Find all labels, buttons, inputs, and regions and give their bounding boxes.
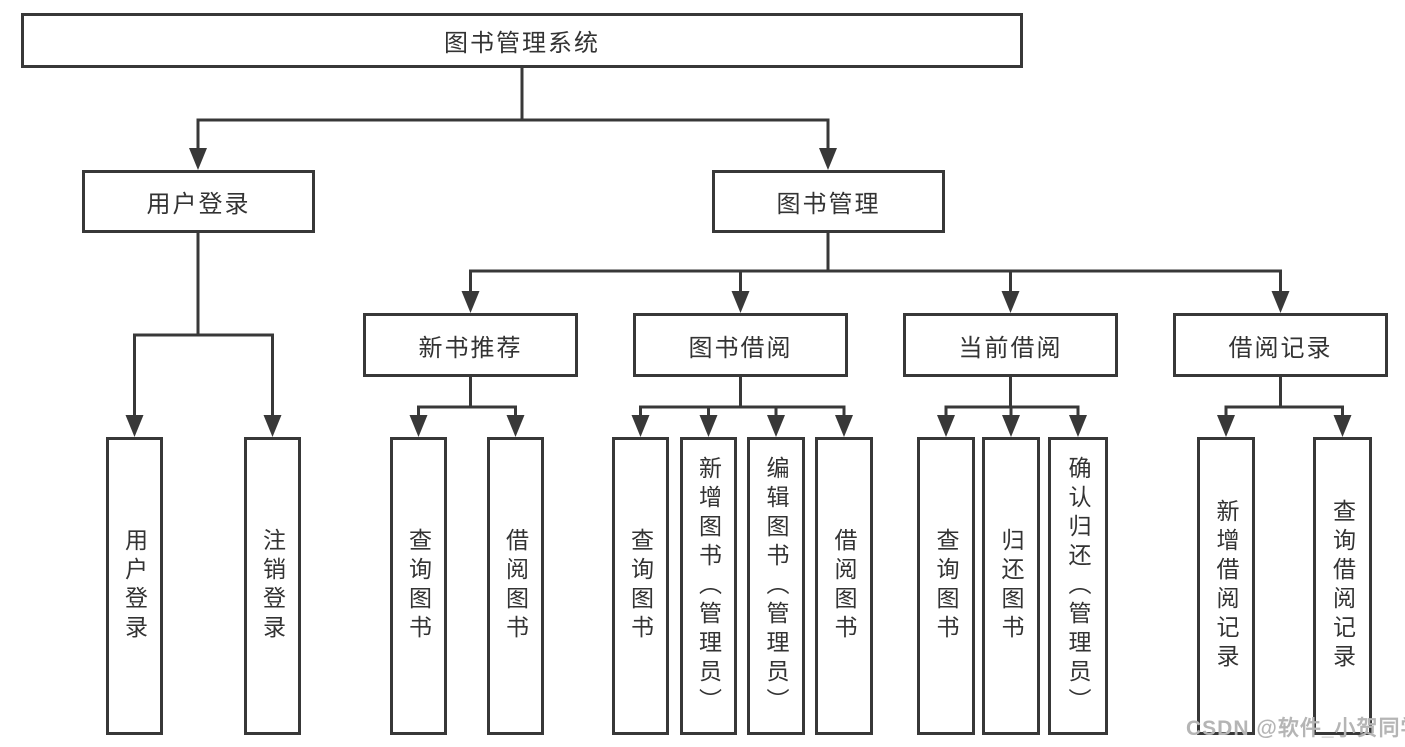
leaf-return-books: 归还图书 [982,437,1040,735]
leaf-add-books-admin: 新增图书（管理员） [680,437,737,735]
leaf-confirm-return-admin: 确认归还（管理员） [1048,437,1108,735]
leaf-query-books-recommend: 查询图书 [390,437,447,735]
watermark-csdn: CSDN @软件_小贺同学 [1186,717,1405,740]
leaf-borrow-books-recommend: 借阅图书 [487,437,544,735]
node-section-book-borrowing: 图书借阅 [633,313,848,377]
leaf-add-borrow-record: 新增借阅记录 [1197,437,1255,735]
node-section-new-book-recommendation: 新书推荐 [363,313,578,377]
node-section-current-borrowing: 当前借阅 [903,313,1118,377]
leaf-user-login: 用户登录 [106,437,163,735]
node-user-login: 用户登录 [82,170,315,233]
leaf-query-books-current: 查询图书 [917,437,975,735]
leaf-logout: 注销登录 [244,437,301,735]
arrowheads-group [125,148,1352,437]
leaf-borrow-books: 借阅图书 [815,437,873,735]
leaf-query-books-borrowing: 查询图书 [612,437,669,735]
node-section-borrowing-records: 借阅记录 [1173,313,1388,377]
leaf-query-borrow-record: 查询借阅记录 [1313,437,1372,735]
node-root: 图书管理系统 [21,13,1023,68]
node-book-management: 图书管理 [712,170,945,233]
leaf-edit-books-admin: 编辑图书（管理员） [747,437,805,735]
